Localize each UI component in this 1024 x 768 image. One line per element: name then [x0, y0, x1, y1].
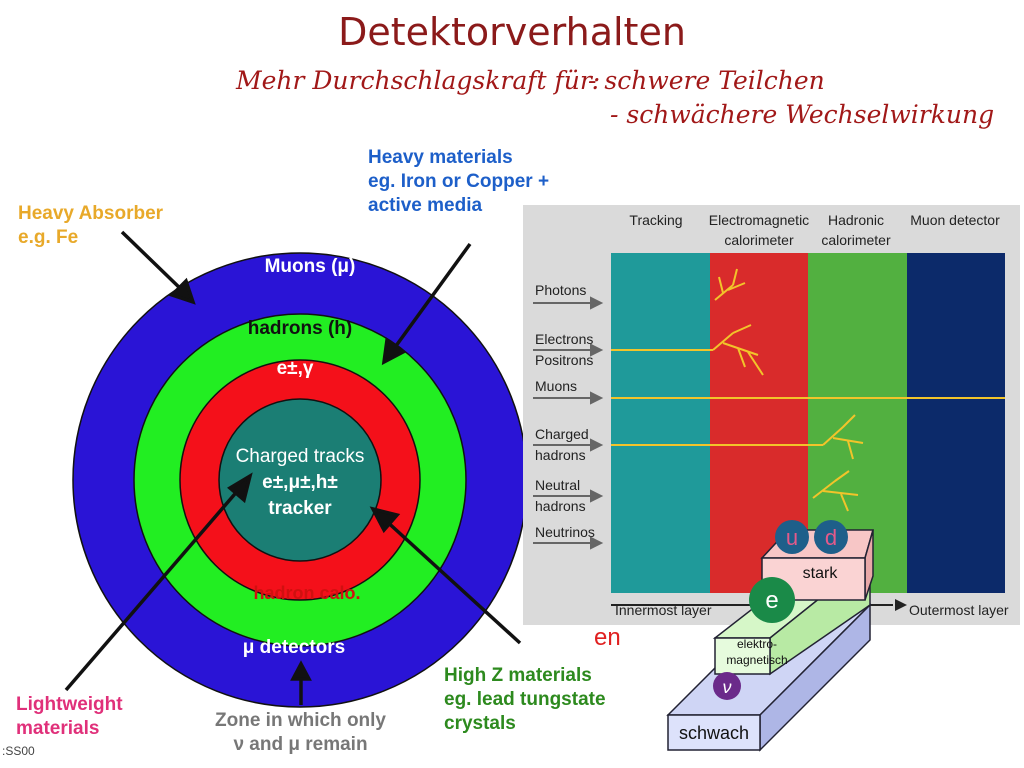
em-label-1: elektro-: [737, 637, 777, 651]
subtitle-item-1: - schwere Teilchen: [588, 66, 825, 95]
weak-block: [667, 714, 761, 751]
particle-muons: Muons: [535, 378, 577, 394]
neutrino-label: ν: [723, 677, 732, 697]
particle-neutral-hadrons: hadrons: [535, 498, 586, 514]
particle-charged: Charged: [535, 426, 589, 442]
weak-label: schwach: [679, 723, 749, 743]
strong-label: stark: [803, 565, 839, 582]
ring-hadrons-label: hadrons (h): [248, 318, 353, 339]
particle-charged-hadrons: hadrons: [535, 447, 586, 463]
quark-u: [775, 520, 809, 554]
em-block: [714, 637, 771, 675]
core-label-3: tracker: [268, 498, 332, 519]
particle-arrows: [533, 296, 604, 550]
particle-neutrinos: Neutrinos: [535, 524, 595, 540]
ring-egamma-label: e±,γ: [277, 358, 314, 379]
ring-muons-label: Muons (μ): [265, 256, 356, 277]
particle-labels: Photons Electrons Positrons Muons Charge…: [535, 282, 595, 540]
header-muon: Muon detector: [910, 212, 1000, 228]
subtitle-prefix: Mehr Durchschlagskraft für:: [236, 66, 601, 95]
layer-axis-arrowhead: [895, 599, 907, 611]
label-heavy-materials: Heavy materials eg. Iron or Copper + act…: [368, 147, 550, 216]
label-lightweight-materials: Lightweight materials: [16, 694, 123, 739]
page-title: Detektorverhalten: [338, 10, 686, 54]
particle-electrons: Electrons: [535, 331, 593, 347]
ring-hadron-calo-label: hadron calo.: [253, 583, 360, 603]
header-hadronic-line2: calorimeter: [821, 232, 891, 248]
label-zone: Zone in which only ν and μ remain: [215, 710, 386, 755]
label-high-z: High Z materials eg. lead tungstate crys…: [444, 665, 606, 734]
neutrino-circle: [713, 672, 741, 700]
tracking-region: [611, 253, 710, 593]
core-label-2: e±,μ±,h±: [262, 472, 338, 493]
innermost-label: Innermost layer: [615, 602, 712, 618]
particle-tracks: [611, 268, 1005, 512]
header-em-line1: Electromagnetic: [709, 212, 809, 228]
footer-code: :SS00: [2, 744, 35, 758]
quark-d-label: d: [825, 525, 837, 550]
quark-d: [814, 520, 848, 554]
pointer-arrows: [64, 230, 522, 705]
em-label-2: magnetisch: [726, 653, 787, 667]
quark-u-label: u: [786, 525, 798, 550]
electron-circle: [749, 577, 795, 623]
ring-mu-detectors-label: μ detectors: [243, 637, 345, 658]
outermost-label: Outermost layer: [909, 602, 1009, 618]
muon-detector-region: [907, 253, 1005, 593]
particle-positrons: Positrons: [535, 352, 593, 368]
particle-neutral: Neutral: [535, 477, 580, 493]
subtitle-item-2: - schwächere Wechselwirkung: [610, 100, 995, 129]
header-hadronic-line1: Hadronic: [828, 212, 884, 228]
particle-photons: Photons: [535, 282, 586, 298]
partial-label: en: [594, 624, 621, 651]
core-label-1: Charged tracks: [236, 446, 365, 467]
tracker-core: [218, 398, 382, 562]
detector-layers-panel: Tracking Electromagnetic calorimeter Had…: [523, 205, 1020, 625]
header-tracking: Tracking: [629, 212, 682, 228]
electron-label: e: [765, 587, 778, 614]
header-em-line2: calorimeter: [724, 232, 794, 248]
force-blocks-diagram: schwach elektro- magnetisch stark u d e …: [666, 520, 874, 752]
label-heavy-absorber: Heavy Absorber e.g. Fe: [18, 203, 164, 248]
